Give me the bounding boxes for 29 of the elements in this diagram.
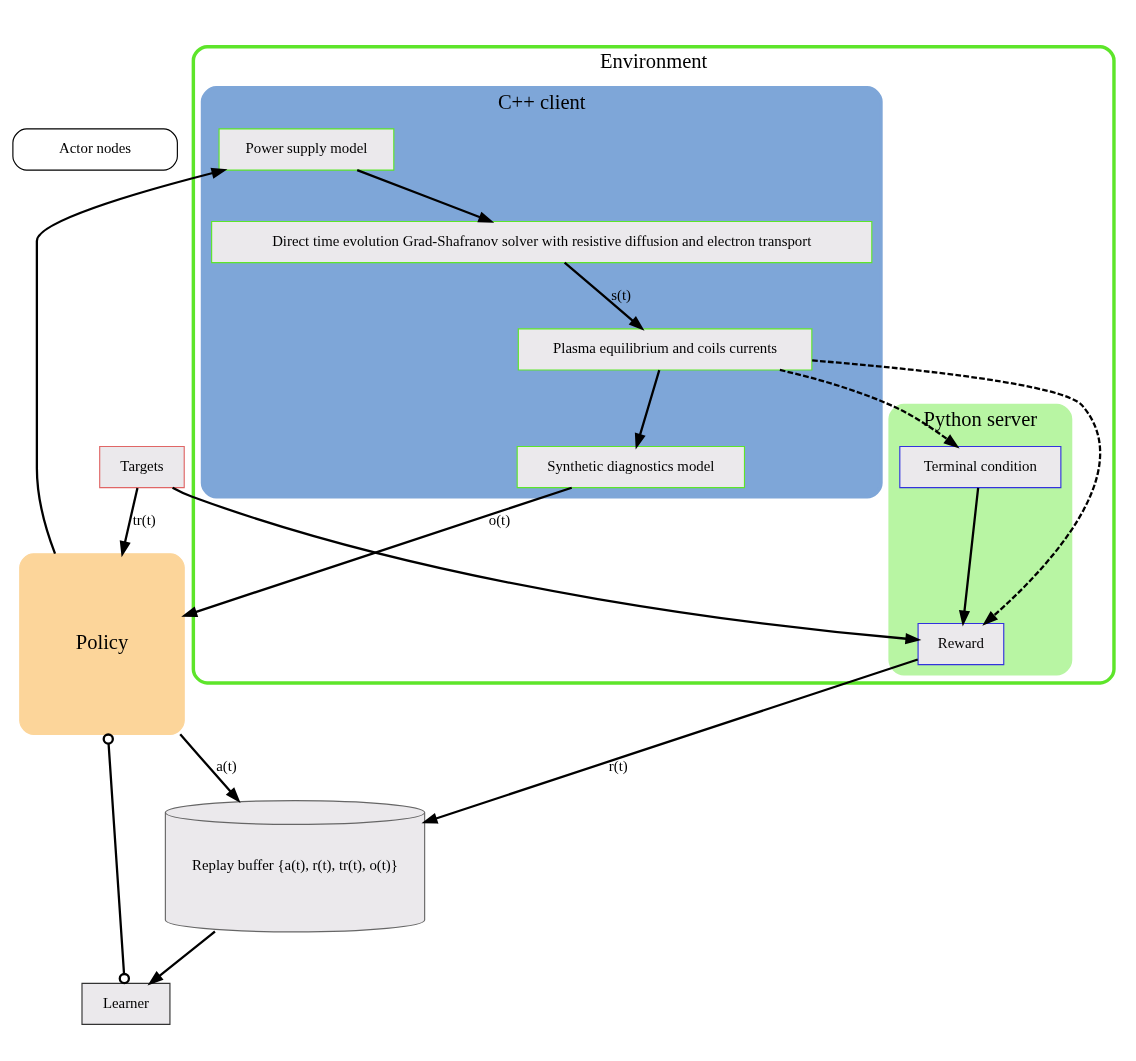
arrow bbox=[172, 486, 922, 644]
node-box: Policy bbox=[19, 552, 185, 735]
edge-label: tr(t) bbox=[132, 511, 156, 528]
connector bbox=[102, 732, 131, 984]
node-box: Targets bbox=[99, 445, 185, 488]
arrow bbox=[634, 369, 661, 450]
arrow bbox=[812, 358, 1101, 626]
node-box: Reward bbox=[917, 622, 1005, 665]
node-box: Actor nodes bbox=[12, 127, 178, 171]
arrow bbox=[35, 167, 228, 554]
arrow bbox=[779, 368, 960, 448]
node-box: Plasma equilibrium and coils currents bbox=[517, 327, 813, 370]
arrow bbox=[421, 657, 919, 824]
node-box: Direct time evolution Grad-Shafranov solver with resistive diffusion and electron transport bbox=[211, 220, 873, 263]
arrow bbox=[147, 930, 216, 985]
arrow bbox=[958, 487, 980, 626]
node-box: Synthetic diagnostics model bbox=[516, 445, 746, 488]
node-box: Power supply model bbox=[218, 127, 395, 171]
node-box: Terminal condition bbox=[899, 445, 1062, 488]
edge-label: a(t) bbox=[216, 757, 237, 774]
node-box: Learner bbox=[81, 982, 171, 1025]
edge-label: s(t) bbox=[611, 286, 631, 303]
edge-label: r(t) bbox=[608, 757, 628, 774]
edge-label: o(t) bbox=[488, 511, 511, 528]
arrow bbox=[119, 487, 139, 557]
arrow bbox=[179, 733, 241, 803]
arrow bbox=[356, 168, 495, 223]
arrow bbox=[563, 261, 645, 331]
arrow bbox=[181, 486, 573, 617]
